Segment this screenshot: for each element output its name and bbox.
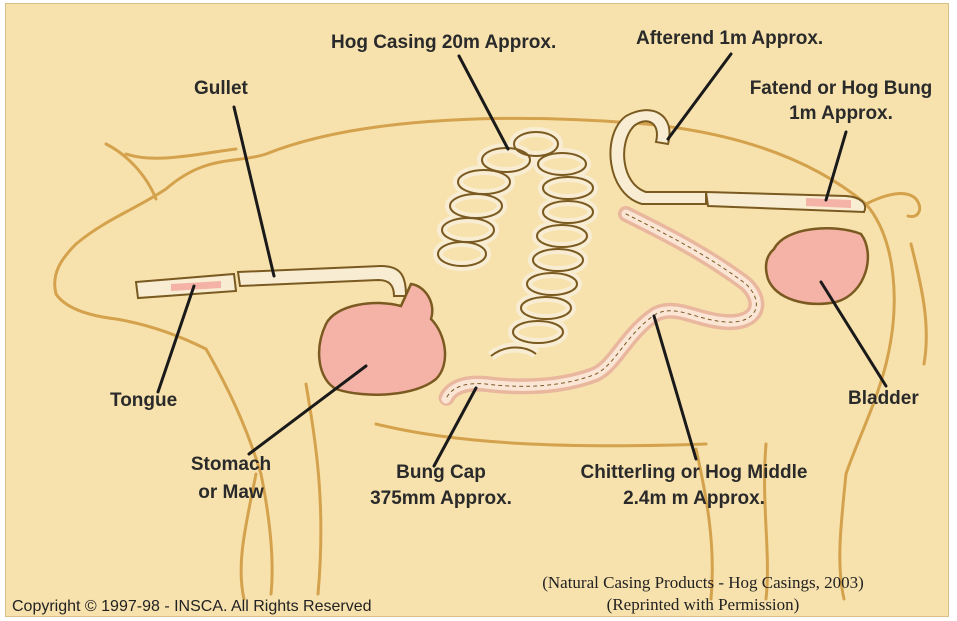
copyright-text: Copyright © 1997-98 - INSCA. All Rights … bbox=[12, 598, 372, 616]
hog-casing-coils bbox=[438, 132, 593, 356]
stomach-shape bbox=[319, 284, 445, 395]
source-citation: (Natural Casing Products - Hog Casings, … bbox=[468, 572, 938, 616]
label-gullet: Gullet bbox=[194, 78, 248, 100]
afterend-loop bbox=[610, 110, 706, 204]
label-tongue: Tongue bbox=[110, 390, 177, 412]
diagram-frame: Gullet Hog Casing 20m Approx. Afterend 1… bbox=[5, 3, 949, 617]
label-bung-cap: Bung Cap 375mm Approx. bbox=[351, 462, 531, 510]
label-bladder: Bladder bbox=[848, 388, 919, 410]
chitterling-intestine bbox=[446, 214, 756, 399]
label-stomach: Stomach or Maw bbox=[176, 454, 286, 504]
label-fatend: Fatend or Hog Bung 1m Approx. bbox=[736, 78, 946, 125]
label-hog-casing: Hog Casing 20m Approx. bbox=[331, 32, 556, 54]
bladder-shape bbox=[766, 228, 868, 304]
label-afterend: Afterend 1m Approx. bbox=[636, 28, 823, 50]
gullet-tube bbox=[238, 266, 406, 296]
label-chitterling: Chitterling or Hog Middle 2.4m m Approx. bbox=[554, 462, 834, 510]
